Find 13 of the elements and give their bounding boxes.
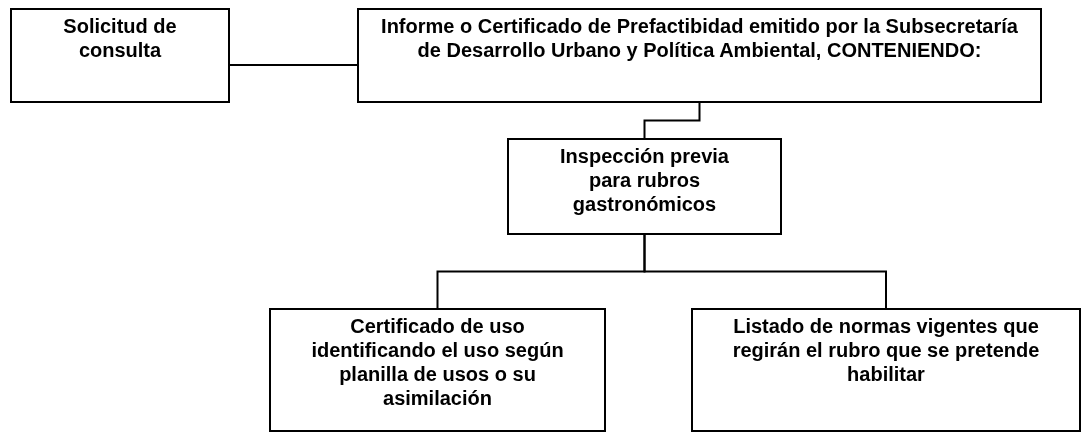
process-box xyxy=(691,308,1081,432)
process-box xyxy=(507,138,782,235)
box-text: Inspección previa para rubros gastronómicos xyxy=(559,144,730,216)
box-text: Informe o Certificado de Prefactibidad emitido por la Subsecretaría de Desarrollo Urbano y Política Ambiental, CONTENIENDO: xyxy=(380,14,1019,62)
box-text: Certificado de uso identificando el uso según planilla de usos o su asimilación xyxy=(310,314,565,410)
process-box xyxy=(357,8,1042,103)
connector-line xyxy=(643,234,887,309)
box-text: Solicitud de consulta xyxy=(62,14,178,62)
box-text: Listado de normas vigentes que regirán el rubro que se pretende habilitar xyxy=(731,314,1041,386)
process-box xyxy=(269,308,606,432)
connector-line xyxy=(643,102,701,139)
process-box xyxy=(10,8,230,103)
connector-line xyxy=(229,64,358,66)
